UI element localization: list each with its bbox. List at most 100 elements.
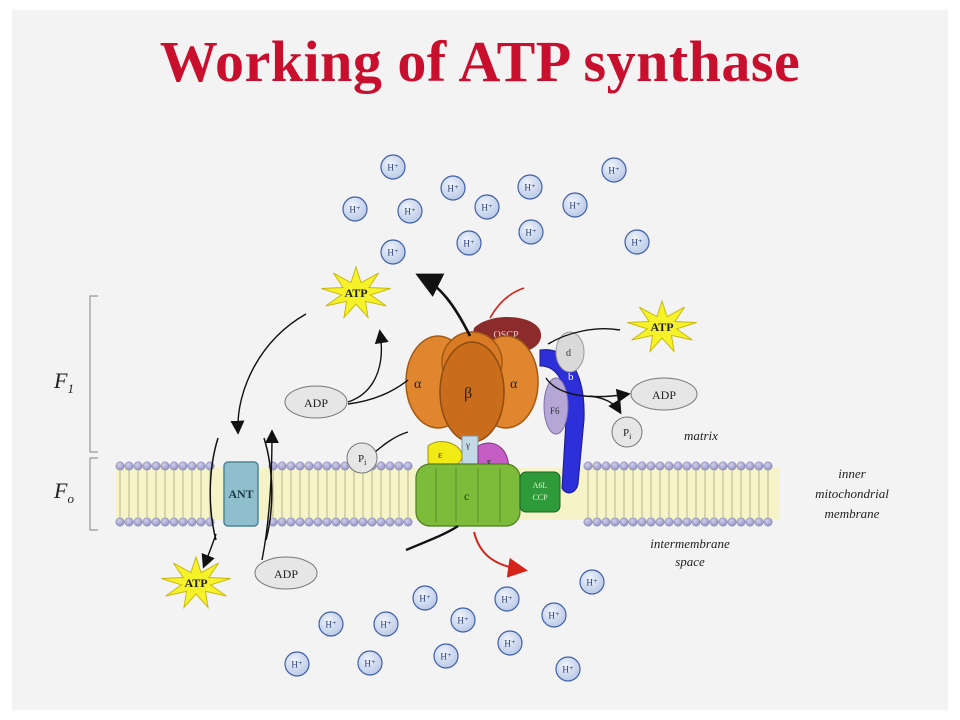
- proton-label: H⁺: [504, 639, 515, 649]
- lipid-head: [331, 461, 341, 471]
- ant-transporter: ANT: [209, 437, 273, 541]
- ant-label: ANT: [228, 487, 253, 501]
- proton-label: H⁺: [419, 594, 430, 604]
- lipid-head: [115, 517, 125, 527]
- proton-label: H⁺: [380, 620, 391, 630]
- proton-label: H⁺: [569, 201, 580, 211]
- svg-text:space: space: [675, 554, 705, 569]
- alpha-label-left: α: [414, 377, 422, 392]
- lipid-head: [691, 461, 701, 471]
- lipid-head: [286, 517, 296, 527]
- a6l-label: A6L: [533, 481, 548, 490]
- proton: H⁺: [601, 157, 627, 183]
- lipid-head: [628, 517, 638, 527]
- lipid-head: [376, 461, 386, 471]
- lipid-head: [322, 461, 332, 471]
- a-subunit: [519, 471, 561, 513]
- lipid-head: [628, 461, 638, 471]
- lipid-head: [151, 461, 161, 471]
- lipid-head: [187, 517, 197, 527]
- lipid-head: [682, 461, 692, 471]
- intermembrane-space-label: intermembrane space: [650, 536, 730, 569]
- lipid-head: [637, 461, 647, 471]
- fo-bracket: [89, 457, 98, 531]
- f1-label: F1: [53, 368, 74, 396]
- lipid-head: [340, 517, 350, 527]
- svg-text:ADP: ADP: [652, 388, 676, 402]
- proton: H⁺: [373, 611, 399, 637]
- svg-text:Pi: Pi: [623, 427, 632, 441]
- proton-label: H⁺: [608, 166, 619, 176]
- lipid-head: [664, 461, 674, 471]
- lipid-head: [178, 461, 188, 471]
- inner-membrane-label: inner mitochondrial membrane: [815, 466, 889, 521]
- lipid-head: [142, 517, 152, 527]
- lipid-head: [754, 461, 764, 471]
- proton: H⁺: [397, 198, 423, 224]
- lipid-head: [601, 517, 611, 527]
- proton: H⁺: [494, 586, 520, 612]
- proton-label: H⁺: [364, 659, 375, 669]
- proton: H⁺: [541, 602, 567, 628]
- lipid-head: [709, 517, 719, 527]
- proton: H⁺: [412, 585, 438, 611]
- lipid-head: [691, 517, 701, 527]
- lipid-head: [592, 517, 602, 527]
- epsilon-label: ε: [438, 449, 443, 461]
- lipid-head: [277, 461, 287, 471]
- proton: H⁺: [579, 569, 605, 595]
- lipid-head: [592, 461, 602, 471]
- proton-label: H⁺: [481, 203, 492, 213]
- pi-circle-right: Pi: [611, 416, 643, 448]
- lipid-head: [367, 517, 377, 527]
- lipid-head: [115, 461, 125, 471]
- proton-label: H⁺: [447, 184, 458, 194]
- lipid-head: [313, 461, 323, 471]
- rotation-cue: [489, 287, 525, 319]
- proton-label: H⁺: [562, 665, 573, 675]
- lipid-head: [295, 517, 305, 527]
- lipid-head: [394, 461, 404, 471]
- lipid-head: [133, 517, 143, 527]
- proton: H⁺: [440, 175, 466, 201]
- proton-label: H⁺: [349, 205, 360, 215]
- lipid-head: [268, 517, 278, 527]
- lipid-head: [124, 461, 134, 471]
- proton: H⁺: [518, 219, 544, 245]
- c-ring: c: [415, 463, 521, 527]
- lipid-head: [610, 517, 620, 527]
- lipid-head: [736, 517, 746, 527]
- lipid-head: [601, 461, 611, 471]
- proton: H⁺: [433, 643, 459, 669]
- lipid-head: [718, 517, 728, 527]
- proton: H⁺: [456, 230, 482, 256]
- protons: H⁺H⁺H⁺H⁺H⁺H⁺H⁺H⁺H⁺H⁺H⁺H⁺H⁺H⁺H⁺H⁺H⁺H⁺H⁺H⁺…: [284, 154, 650, 682]
- lipid-head: [745, 517, 755, 527]
- lipid-head: [646, 517, 656, 527]
- alpha-label-right: α: [510, 377, 518, 392]
- lipid-head: [736, 461, 746, 471]
- page-title: Working of ATP synthase: [159, 29, 801, 94]
- lipid-head: [169, 517, 179, 527]
- svg-text:intermembrane: intermembrane: [650, 536, 730, 551]
- lipid-head: [637, 517, 647, 527]
- proton: H⁺: [562, 192, 588, 218]
- lipid-head: [313, 517, 323, 527]
- svg-text:mitochondrial: mitochondrial: [815, 486, 889, 501]
- lipid-head: [160, 461, 170, 471]
- arrows: [201, 273, 631, 578]
- gamma-subunit: [461, 435, 479, 467]
- lipid-head: [376, 517, 386, 527]
- proton: H⁺: [284, 651, 310, 677]
- lipid-head: [349, 517, 359, 527]
- proton-label: H⁺: [325, 620, 336, 630]
- proton: H⁺: [342, 196, 368, 222]
- proton: H⁺: [474, 194, 500, 220]
- lipid-head: [358, 517, 368, 527]
- fo-label: Fo: [53, 478, 74, 506]
- lipid-head: [655, 517, 665, 527]
- lipid-head: [718, 461, 728, 471]
- lipid-head: [403, 517, 413, 527]
- proton-label: H⁺: [525, 228, 536, 238]
